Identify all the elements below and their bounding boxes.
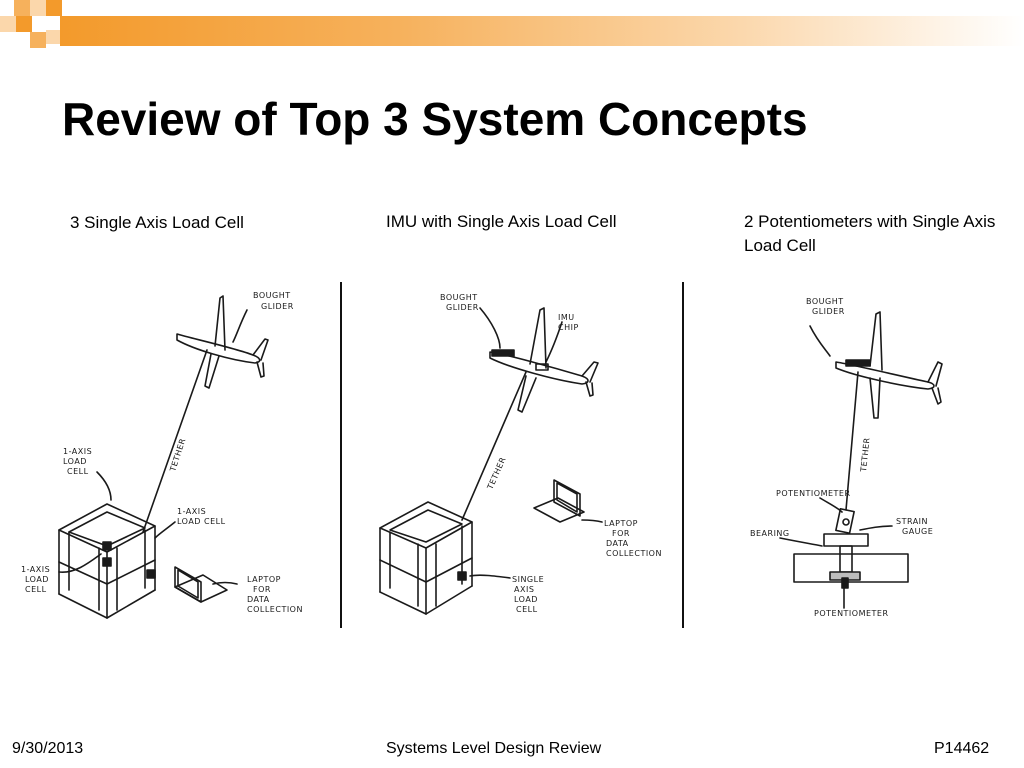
svg-text:AXIS: AXIS xyxy=(514,585,534,594)
svg-text:BOUGHT: BOUGHT xyxy=(806,297,844,306)
svg-text:GLIDER: GLIDER xyxy=(446,303,479,312)
svg-text:BEARING: BEARING xyxy=(750,529,790,538)
footer-code: P14462 xyxy=(934,740,990,757)
deco-square xyxy=(46,30,60,44)
svg-text:SINGLE: SINGLE xyxy=(512,575,544,584)
footer-title: Systems Level Design Review xyxy=(386,740,602,757)
svg-text:FOR: FOR xyxy=(612,529,630,538)
svg-text:TETHER: TETHER xyxy=(859,437,872,473)
svg-text:1-AXIS: 1-AXIS xyxy=(177,507,206,516)
concept-2-caption: IMU with Single Axis Load Cell xyxy=(386,212,617,231)
svg-text:STRAIN: STRAIN xyxy=(896,517,928,526)
svg-text:POTENTIOMETER: POTENTIOMETER xyxy=(814,609,889,618)
svg-text:1-AXIS: 1-AXIS xyxy=(21,565,50,574)
svg-text:DATA: DATA xyxy=(606,539,629,548)
svg-text:GAUGE: GAUGE xyxy=(902,527,933,536)
svg-text:LOAD: LOAD xyxy=(63,457,87,466)
column-divider xyxy=(340,282,342,628)
svg-text:GLIDER: GLIDER xyxy=(261,302,294,311)
concept-3-caption: 2 Potentiometers with Single Axis Load C… xyxy=(744,212,996,255)
svg-text:POTENTIOMETER: POTENTIOMETER xyxy=(776,489,851,498)
deco-square xyxy=(30,0,46,16)
svg-text:LAPTOP: LAPTOP xyxy=(247,575,281,584)
svg-text:1-AXIS: 1-AXIS xyxy=(63,447,92,456)
svg-text:BOUGHT: BOUGHT xyxy=(253,291,291,300)
svg-text:LAPTOP: LAPTOP xyxy=(604,519,638,528)
slide-title: Review of Top 3 System Concepts xyxy=(62,93,808,145)
column-divider xyxy=(682,282,684,628)
svg-text:COLLECTION: COLLECTION xyxy=(606,549,662,558)
svg-text:BOUGHT: BOUGHT xyxy=(440,293,478,302)
svg-text:IMU: IMU xyxy=(558,313,575,322)
svg-text:DATA: DATA xyxy=(247,595,270,604)
svg-text:LOAD CELL: LOAD CELL xyxy=(177,517,226,526)
svg-text:CELL: CELL xyxy=(516,605,538,614)
concept-2-sketch: BOUGHT GLIDER IMU CHIP TETHER LAPTOP FOR… xyxy=(379,293,662,615)
svg-text:CELL: CELL xyxy=(25,585,47,594)
svg-text:CHIP: CHIP xyxy=(558,323,579,332)
svg-text:TETHER: TETHER xyxy=(168,437,188,474)
svg-text:TETHER: TETHER xyxy=(485,456,508,492)
cube-frame-drawing xyxy=(58,503,156,619)
concept-2-sketch-labels: BOUGHT GLIDER IMU CHIP TETHER LAPTOP FOR… xyxy=(440,293,662,614)
footer-date: 9/30/2013 xyxy=(12,740,84,757)
glider-drawing xyxy=(835,311,943,419)
concept-1-sketch: BOUGHT GLIDER TETHER 1-AXIS LOAD CELL 1-… xyxy=(21,291,303,619)
deco-square xyxy=(0,16,16,32)
deco-square xyxy=(46,0,62,16)
svg-text:FOR: FOR xyxy=(253,585,271,594)
laptop-drawing xyxy=(533,479,585,523)
laptop-drawing xyxy=(174,566,228,603)
header-decoration xyxy=(0,0,1024,62)
concept-3-sketch-labels: BOUGHT GLIDER TETHER POTENTIOMETER STRAI… xyxy=(750,297,933,618)
concept-1-sketch-labels: BOUGHT GLIDER TETHER 1-AXIS LOAD CELL 1-… xyxy=(21,291,303,614)
concept-1-caption: 3 Single Axis Load Cell xyxy=(70,213,244,232)
deco-square xyxy=(14,0,30,16)
svg-text:LOAD: LOAD xyxy=(25,575,49,584)
concept-3-sketch: BOUGHT GLIDER TETHER POTENTIOMETER STRAI… xyxy=(750,297,943,618)
pivot-assembly-drawing xyxy=(793,507,909,589)
svg-text:COLLECTION: COLLECTION xyxy=(247,605,303,614)
deco-square xyxy=(16,16,32,32)
glider-drawing xyxy=(489,307,599,413)
glider-drawing xyxy=(176,295,269,389)
svg-text:CELL: CELL xyxy=(67,467,89,476)
svg-text:LOAD: LOAD xyxy=(514,595,538,604)
cube-frame-drawing xyxy=(379,501,473,615)
deco-square xyxy=(30,32,46,48)
header-gradient-bar xyxy=(60,16,1024,46)
svg-text:GLIDER: GLIDER xyxy=(812,307,845,316)
